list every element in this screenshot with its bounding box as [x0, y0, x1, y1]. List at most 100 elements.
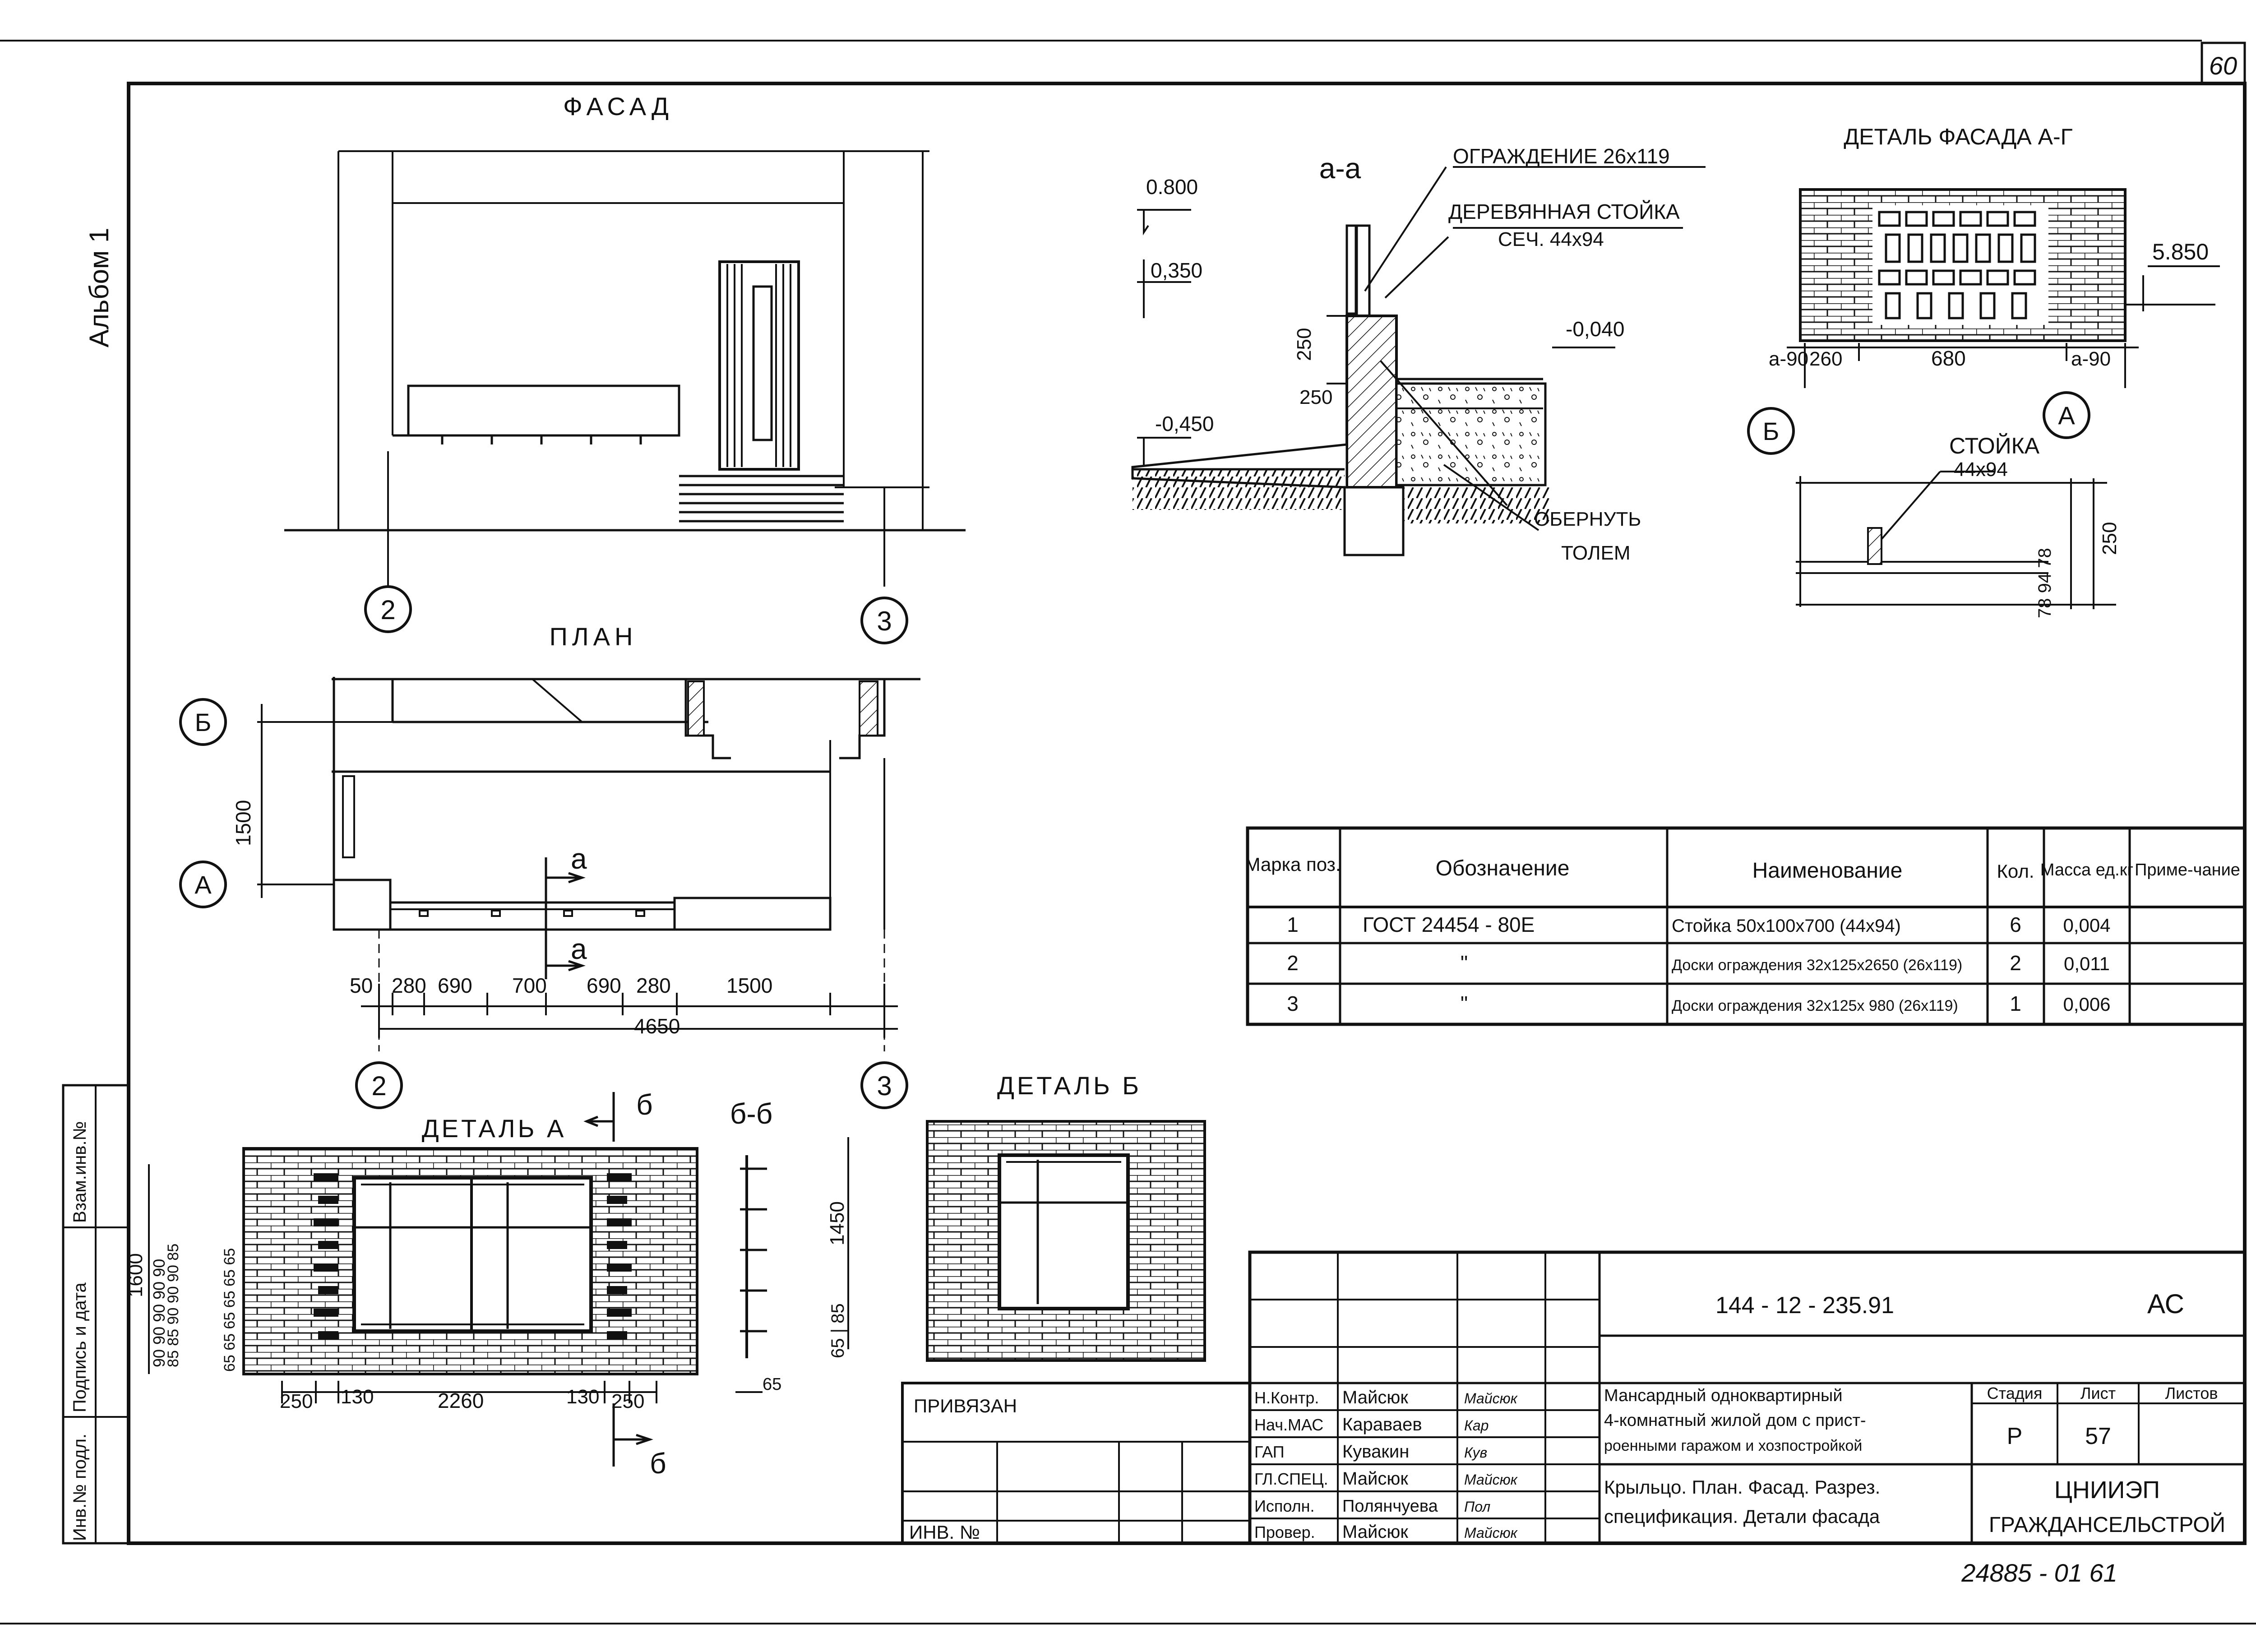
title-block: ПРИВЯЗАН ИНВ. № Н.Контр. Майсюк Майсюк Н…	[901, 1250, 2247, 1545]
detail-a-title: ДЕТАЛЬ А	[422, 1114, 567, 1143]
svg-text:1450: 1450	[826, 1201, 848, 1245]
svg-text:280: 280	[392, 974, 426, 997]
svg-text:Взам.инв.№: Взам.инв.№	[70, 1121, 90, 1223]
svg-text:-0,040: -0,040	[1566, 317, 1624, 341]
svg-text:б: б	[650, 1447, 666, 1480]
svg-text:Подпись и дата: Подпись и дата	[70, 1282, 90, 1412]
svg-text:А: А	[2058, 401, 2075, 430]
svg-text:6: 6	[2010, 913, 2021, 936]
svg-text:44х94: 44х94	[1954, 458, 2008, 481]
svg-text:СТОЙКА: СТОЙКА	[1949, 433, 2040, 458]
svg-text:а-90: а-90	[2071, 348, 2111, 370]
svg-text:ГОСТ 24454 - 80Е: ГОСТ 24454 - 80Е	[1363, 913, 1535, 936]
svg-text:4650: 4650	[634, 1014, 680, 1038]
svg-text:144 - 12 - 235.91: 144 - 12 - 235.91	[1715, 1292, 1894, 1319]
facade-detail-view: а-90 260 680 а-90 5.850 СТОЙКА 44х94 78 …	[1769, 188, 2220, 618]
svg-text:250: 250	[1299, 386, 1332, 408]
svg-text:Б: Б	[1763, 417, 1780, 445]
svg-text:Обозначение: Обозначение	[1436, 856, 1570, 880]
svg-text:Майсюк: Майсюк	[1342, 1522, 1408, 1542]
plan-dimensions: 50 280 690 700 690 280 1500 4650	[350, 974, 772, 1038]
detail-b-view: 1450 65 | 85	[826, 1120, 1206, 1362]
svg-text:Майсюк: Майсюк	[1464, 1390, 1518, 1407]
svg-text:0,350: 0,350	[1151, 259, 1202, 282]
svg-text:Майсюк: Майсюк	[1342, 1469, 1408, 1489]
svg-text:Доски ограждения 32х125х2650 (: Доски ограждения 32х125х2650 (26х119)	[1672, 957, 1962, 974]
svg-text:Исполн.: Исполн.	[1254, 1497, 1315, 1515]
svg-text:0,006: 0,006	[2063, 994, 2110, 1015]
svg-text:Листов: Листов	[2165, 1384, 2218, 1402]
svg-text:Полянчуева: Полянчуева	[1342, 1497, 1438, 1516]
svg-text:ГРАЖДАНСЕЛЬСТРОЙ: ГРАЖДАНСЕЛЬСТРОЙ	[1989, 1512, 2225, 1537]
svg-text:0,011: 0,011	[2064, 953, 2110, 974]
svg-text:65 | 85: 65 | 85	[828, 1303, 848, 1358]
svg-text:ОГРАЖДЕНИЕ 26х119: ОГРАЖДЕНИЕ 26х119	[1453, 144, 1670, 168]
detail-a-view: 250 130 2260 130 250 1600 90 90 90 90 90…	[125, 1088, 698, 1480]
plan-title: ПЛАН	[550, 622, 638, 651]
album-label: Альбом 1	[84, 228, 114, 347]
svg-text:2: 2	[1287, 951, 1299, 975]
left-stamp: Инв.№ подл. Подпись и дата Взам.инв.№	[62, 1084, 130, 1545]
svg-text:680: 680	[1931, 347, 1966, 370]
svg-text:ТОЛЕМ: ТОЛЕМ	[1561, 542, 1631, 564]
svg-text:ГЛ.СПЕЦ.: ГЛ.СПЕЦ.	[1254, 1470, 1328, 1488]
svg-text:1: 1	[1287, 913, 1299, 936]
svg-text:Майсюк: Майсюк	[1464, 1472, 1518, 1488]
svg-text:Лист: Лист	[2080, 1384, 2116, 1402]
svg-text:1: 1	[2010, 992, 2021, 1015]
svg-text:78 94 78: 78 94 78	[2035, 548, 2055, 618]
svg-text:2: 2	[2010, 951, 2021, 975]
svg-text:Кув: Кув	[1464, 1444, 1487, 1461]
svg-text:Инв.№ подл.: Инв.№ подл.	[70, 1434, 90, 1541]
svg-text:А: А	[194, 870, 212, 899]
svg-text:Стадия: Стадия	[1987, 1384, 2043, 1402]
axis-3-facade: 3	[860, 597, 908, 644]
svg-text:700: 700	[512, 974, 547, 997]
svg-text:а: а	[571, 842, 587, 875]
svg-text:57: 57	[2085, 1423, 2111, 1449]
svg-text:65: 65	[763, 1375, 781, 1394]
svg-text:Кувакин: Кувакин	[1342, 1442, 1409, 1462]
svg-text:СЕЧ. 44х94: СЕЧ. 44х94	[1498, 228, 1604, 250]
svg-text:роенными гаражом и хозпостройк: роенными гаражом и хозпостройкой	[1604, 1437, 1862, 1454]
svg-text:690: 690	[587, 974, 621, 997]
svg-text:Масса ед.кг: Масса ед.кг	[2040, 861, 2133, 879]
svg-text:ПРИВЯЗАН: ПРИВЯЗАН	[914, 1395, 1017, 1416]
svg-text:Стойка 50х100х700 (44х94): Стойка 50х100х700 (44х94)	[1672, 916, 1901, 936]
svg-text:ДЕРЕВЯННАЯ СТОЙКА: ДЕРЕВЯННАЯ СТОЙКА	[1448, 200, 1680, 223]
svg-text:Приме-чание: Приме-чание	[2135, 861, 2240, 879]
svg-text:2: 2	[380, 595, 395, 625]
section-bb-view: 65	[735, 1155, 781, 1394]
svg-text:Крыльцо. План. Фасад. Разрез.: Крыльцо. План. Фасад. Разрез.	[1604, 1476, 1880, 1498]
svg-text:90 90 90 90 90: 90 90 90 90 90	[150, 1259, 168, 1367]
svg-text:250: 250	[1293, 328, 1315, 361]
svg-text:280: 280	[636, 974, 671, 997]
plan-view: 1500 а а	[231, 677, 920, 1051]
svg-text:Р: Р	[2007, 1423, 2023, 1449]
svg-text:Марка поз.: Марка поз.	[1244, 854, 1341, 875]
svg-text:Кар: Кар	[1464, 1417, 1489, 1434]
axis-a-detail: А	[2043, 391, 2090, 439]
svg-text:ГАП: ГАП	[1254, 1443, 1285, 1461]
svg-text:50: 50	[350, 974, 373, 997]
svg-text:ИНВ. №: ИНВ. №	[909, 1522, 980, 1543]
svg-text:3: 3	[1287, 992, 1299, 1015]
axis-3-plan: 3	[860, 1061, 908, 1109]
svg-text:0.800: 0.800	[1146, 175, 1198, 199]
svg-text:Провер.: Провер.	[1254, 1523, 1315, 1541]
svg-text:250: 250	[280, 1390, 313, 1412]
detail-b-title: ДЕТАЛЬ Б	[997, 1071, 1142, 1100]
svg-text:3: 3	[877, 1071, 892, 1101]
svg-text:б: б	[636, 1088, 653, 1121]
svg-text:ОБЕРНУТЬ: ОБЕРНУТЬ	[1534, 508, 1641, 530]
svg-text:Наименование: Наименование	[1752, 859, 1903, 883]
svg-text:а: а	[571, 933, 587, 965]
svg-text:2260: 2260	[438, 1389, 484, 1412]
svg-text:Майсюк: Майсюк	[1464, 1525, 1518, 1541]
svg-text:65 65 65 65 65 65: 65 65 65 65 65 65	[221, 1248, 238, 1372]
svg-text:250: 250	[611, 1390, 644, 1412]
svg-text:": "	[1461, 992, 1468, 1015]
section-bb-title: б-б	[730, 1097, 773, 1130]
svg-text:Пол: Пол	[1464, 1499, 1490, 1515]
